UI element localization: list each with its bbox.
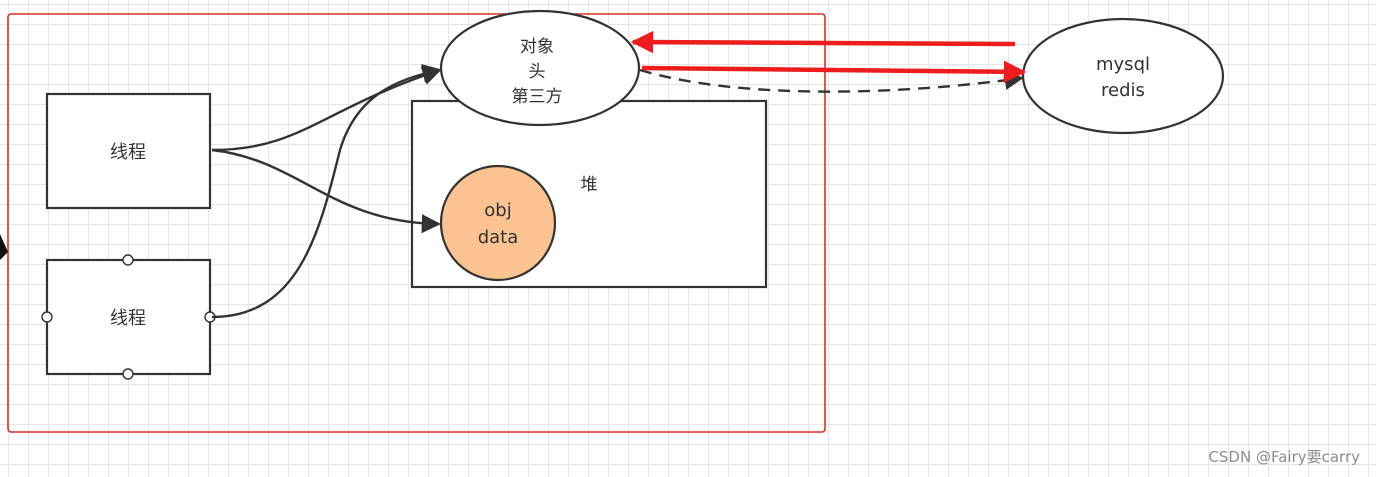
- watermark: CSDN @Fairy要carry: [1208, 448, 1360, 466]
- obj-data-circle[interactable]: [439, 164, 557, 282]
- arrow-header-to-store-dashed[interactable]: [639, 68, 1024, 93]
- thread-label-2: 线程: [110, 308, 146, 329]
- jvm-frame: [7, 13, 826, 433]
- store-ellipse[interactable]: [1021, 17, 1225, 135]
- heap-label: 堆: [581, 175, 598, 195]
- arrow-thread1-to-obj[interactable]: [211, 148, 441, 234]
- connection-handle-top[interactable]: [122, 254, 134, 266]
- arrow-thread2-to-header[interactable]: [211, 63, 442, 319]
- obj-data-line-1: obj: [484, 200, 511, 221]
- object-header-line-3: 第三方: [512, 87, 563, 107]
- object-header-line-2: 头: [529, 62, 546, 82]
- red-arrow-store-to-header[interactable]: [630, 30, 1016, 54]
- object-header-line-1: 对象: [520, 37, 554, 57]
- connection-handle-bottom[interactable]: [122, 368, 134, 380]
- arrow-thread1-to-header[interactable]: [211, 66, 442, 152]
- mouse-cursor-icon: [0, 234, 8, 260]
- connection-handle-left[interactable]: [41, 311, 53, 323]
- obj-data-line-2: data: [478, 227, 519, 248]
- red-arrow-header-to-store[interactable]: [641, 60, 1027, 84]
- store-line-1: mysql: [1096, 54, 1150, 75]
- thread-box-1[interactable]: [45, 92, 212, 210]
- thread-label-1: 线程: [110, 142, 146, 163]
- store-line-2: redis: [1101, 80, 1145, 101]
